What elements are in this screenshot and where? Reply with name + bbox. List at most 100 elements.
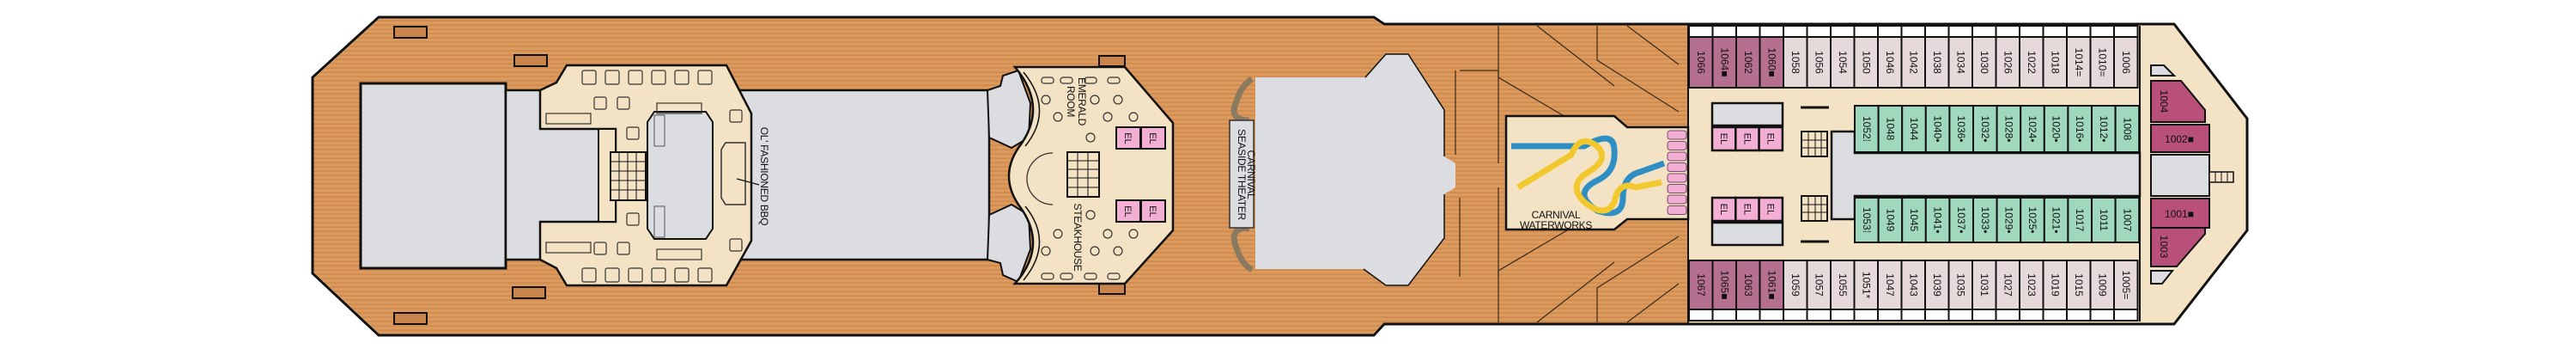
elevator-label: EL [1718, 133, 1728, 144]
cabin-1058[interactable] [1783, 36, 1808, 89]
waterworks-label: WATERWORKS [1520, 219, 1592, 231]
cabin-1029[interactable] [1996, 197, 2022, 243]
cabin-balcony [2019, 25, 2044, 38]
cabin-1033[interactable] [1972, 197, 1998, 243]
elevator [1758, 125, 1784, 152]
cabin-1050[interactable] [1853, 36, 1879, 89]
cabin-label: 1045 [1908, 209, 1920, 232]
elevator-label: EL [1765, 133, 1776, 144]
cabin-balcony [1688, 25, 1714, 38]
cabin-1005[interactable] [2113, 260, 2139, 310]
cabin-label: 1022 [2026, 51, 2038, 74]
cabin-1002[interactable] [2150, 124, 2210, 153]
cabin-1051[interactable] [1853, 260, 1879, 310]
stairs-icon [1066, 151, 1100, 198]
cabin-1028[interactable] [1996, 105, 2022, 153]
table-icon [628, 70, 643, 85]
theater-label: CARNIVAL [1245, 150, 1257, 199]
cabin-1038[interactable] [1924, 36, 1950, 89]
cabin-label: 1059 [1789, 273, 1801, 297]
cabin-1009[interactable] [2089, 260, 2115, 310]
cabin-1046[interactable] [1877, 36, 1903, 89]
cabin-1059[interactable] [1783, 260, 1808, 310]
cabin-1041[interactable] [1924, 197, 1951, 243]
cabin-label: 1044 [1908, 118, 1920, 141]
table-icon [1041, 77, 1054, 84]
cabin-1007[interactable] [2114, 197, 2141, 243]
cabin-1022[interactable] [2019, 36, 2044, 89]
cabin-1056[interactable] [1806, 36, 1832, 89]
table-icon [1107, 272, 1121, 280]
cabin-label: 1002■ [2165, 133, 2194, 145]
cabin-1052[interactable] [1854, 105, 1880, 153]
cabin-label: 1005= [2120, 271, 2132, 300]
cabin-1049[interactable] [1877, 197, 1904, 243]
cabin-label: 1036• [1955, 116, 1967, 143]
cabin-1040[interactable] [1924, 105, 1951, 153]
cabin-1008[interactable] [2114, 105, 2141, 153]
cabin-1015[interactable] [2066, 260, 2092, 310]
forward-suites: 1004 1002■ 1001■ 1003 [2150, 64, 2234, 285]
cabin-1014[interactable] [2066, 36, 2092, 89]
table-icon [651, 267, 666, 283]
table-icon [1041, 95, 1051, 105]
table-icon [626, 212, 640, 226]
table-icon [674, 267, 690, 283]
cabin-label: 1047 [1884, 273, 1896, 297]
forward-core [2150, 154, 2210, 197]
table-icon [1128, 229, 1139, 239]
cabin-balcony [2089, 25, 2115, 38]
cabin-1062[interactable] [1735, 36, 1761, 89]
cabin-1006[interactable] [2113, 36, 2139, 89]
elevator-label: EL [1147, 132, 1157, 144]
cabin-balcony [2089, 309, 2115, 321]
elevator-label: EL [1741, 204, 1752, 215]
table-icon [1053, 112, 1063, 122]
cabin-1061[interactable] [1759, 260, 1784, 310]
table-icon [697, 70, 713, 85]
cabin-1037[interactable] [1948, 197, 1974, 243]
cabin-1063[interactable] [1735, 260, 1761, 310]
cabin-label: 1024• [2026, 116, 2038, 143]
cabin-label: 1039 [1931, 273, 1943, 297]
water-slide-yellow [1516, 138, 1662, 214]
cabin-1065[interactable] [1711, 260, 1737, 310]
cabin-1021[interactable] [2043, 197, 2069, 243]
cabin-label: 1027 [2002, 273, 2014, 297]
cabin-balcony [2042, 309, 2068, 321]
cabin-label: 1063 [1742, 273, 1754, 297]
cabin-label: 1038 [1931, 51, 1943, 74]
cabin-1023[interactable] [2019, 260, 2044, 310]
cabin-1024[interactable] [2020, 105, 2045, 153]
cabin-balcony [1971, 25, 1997, 38]
cabin-1010[interactable] [2089, 36, 2115, 89]
cabin-1035[interactable] [1947, 260, 1973, 310]
cabin-1048[interactable] [1877, 105, 1904, 153]
cabin-balcony [1735, 309, 1761, 321]
cabin-1060[interactable] [1759, 36, 1784, 89]
cabin-label: 1014= [2073, 48, 2085, 77]
elevator-label: EL [1741, 133, 1752, 144]
cabin-1032[interactable] [1972, 105, 1998, 153]
cabin-1064[interactable] [1711, 36, 1737, 89]
cabin-1018[interactable] [2042, 36, 2068, 89]
waterworks-label: CARNIVAL [1532, 209, 1581, 221]
lounge-chair-icon [1667, 184, 1687, 193]
cabin-label: 1012• [2098, 116, 2110, 143]
cabin-label: 1020• [2050, 116, 2063, 143]
cabin-1030[interactable] [1971, 36, 1997, 89]
cabin-label: 1004 [2158, 90, 2170, 113]
cabin-1004[interactable] [2150, 80, 2206, 123]
cabin-balcony [1995, 25, 2020, 38]
cabin-label: 1061■ [1765, 271, 1777, 300]
cabin-1042[interactable] [1900, 36, 1926, 89]
cabin-1053[interactable] [1854, 197, 1880, 243]
cabin-1011[interactable] [2091, 197, 2117, 243]
cabin-1020[interactable] [2043, 105, 2069, 153]
cabin-1003[interactable] [2150, 227, 2206, 267]
cabin-1012[interactable] [2091, 105, 2117, 153]
table-icon [617, 96, 630, 110]
cabin-1045[interactable] [1901, 197, 1927, 243]
pool-chairs [1667, 130, 1687, 215]
cabin-1031[interactable] [1971, 260, 1997, 310]
